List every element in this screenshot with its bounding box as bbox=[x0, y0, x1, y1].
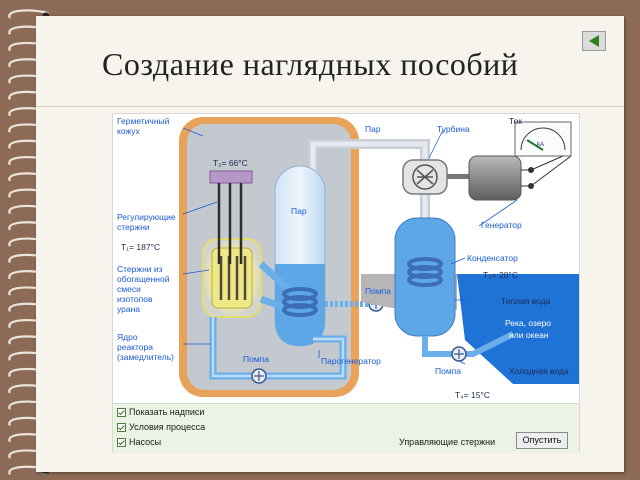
back-button[interactable] bbox=[582, 31, 606, 51]
label-steam-generator: Парогенератор bbox=[321, 356, 381, 366]
label-fuel-rods-2: обогащенной bbox=[117, 274, 170, 284]
label-fuel-rods-4: изотопов bbox=[117, 294, 153, 304]
checkbox-process-conditions[interactable]: Условия процесса bbox=[117, 422, 205, 432]
label-t3: T₃= 28°C bbox=[483, 270, 518, 280]
control-rod-drive bbox=[209, 170, 253, 184]
label-control-rods-2: стержни bbox=[117, 222, 150, 232]
label-cold-water: Холодная вода bbox=[509, 366, 569, 376]
checkbox-label: Показать надписи bbox=[129, 407, 205, 417]
label-river-2: или океан bbox=[509, 330, 549, 340]
cooling-water-loop bbox=[422, 331, 515, 357]
label-t4: T₄= 15°C bbox=[455, 390, 490, 400]
turbine-blades bbox=[412, 164, 438, 190]
label-pump-bottom: Помпа bbox=[243, 354, 269, 364]
slide-title: Создание наглядных пособий bbox=[102, 46, 519, 82]
river bbox=[457, 274, 579, 384]
label-steam-generator-tank: Пар bbox=[291, 206, 307, 216]
label-containment-1: Герметичный bbox=[117, 116, 170, 126]
reactor-diagram: Герметичный кожух Пар Турбина Ток kA T₂=… bbox=[117, 116, 579, 400]
control-panel: Показать надписи Условия процесса Насосы… bbox=[113, 403, 579, 453]
steam-generator-coil bbox=[282, 287, 318, 317]
label-fuel-rods-3: смеси bbox=[117, 284, 141, 294]
label-containment-2: кожух bbox=[117, 126, 140, 136]
label-core-3: (замедлитель) bbox=[117, 352, 174, 362]
label-core-1: Ядро bbox=[117, 332, 138, 342]
title-divider bbox=[36, 106, 624, 107]
leader-lines bbox=[182, 127, 518, 365]
reactor-figure: Герметичный кожух Пар Турбина Ток kA T₂=… bbox=[112, 113, 580, 453]
label-river-1: Река, озеро bbox=[505, 318, 551, 328]
lower-rods-button[interactable]: Опустить bbox=[516, 432, 568, 449]
label-pump-mid: Помпа bbox=[365, 286, 391, 296]
label-current: Ток bbox=[509, 116, 522, 126]
turbine-shaft bbox=[447, 174, 469, 179]
generator bbox=[468, 155, 522, 201]
ammeter-gauge bbox=[514, 121, 572, 157]
rods-label: Управляющие стержни bbox=[399, 437, 496, 447]
label-pump-right: Помпа bbox=[435, 366, 461, 376]
label-t2: T₂= 66°C bbox=[213, 158, 248, 168]
checkbox-show-labels[interactable]: Показать надписи bbox=[117, 407, 204, 417]
label-fuel-rods-1: Стержни из bbox=[117, 264, 163, 274]
label-warm-water: Теплая вода bbox=[501, 296, 551, 306]
checkbox-pumps[interactable]: Насосы bbox=[117, 437, 161, 447]
checkbox-label: Насосы bbox=[129, 437, 162, 447]
ammeter-unit: kA bbox=[537, 142, 544, 148]
checkbox-icon bbox=[117, 437, 126, 447]
checkbox-icon bbox=[117, 407, 126, 417]
label-core-2: реактора bbox=[117, 342, 153, 352]
label-control-rods-1: Регулирующие bbox=[117, 212, 176, 222]
label-t1: T₁= 187°C bbox=[121, 242, 160, 252]
label-steam-top: Пар bbox=[365, 124, 381, 134]
label-turbine: Турбина bbox=[437, 124, 470, 134]
condenser-coil bbox=[407, 257, 443, 287]
label-fuel-rods-5: урана bbox=[117, 304, 140, 314]
label-generator: Генератор bbox=[481, 220, 522, 230]
control-rods bbox=[217, 183, 243, 264]
checkbox-icon bbox=[117, 422, 126, 432]
triangle-left-icon bbox=[589, 35, 599, 47]
label-condenser: Конденсатор bbox=[467, 253, 518, 263]
checkbox-label: Условия процесса bbox=[129, 422, 206, 432]
